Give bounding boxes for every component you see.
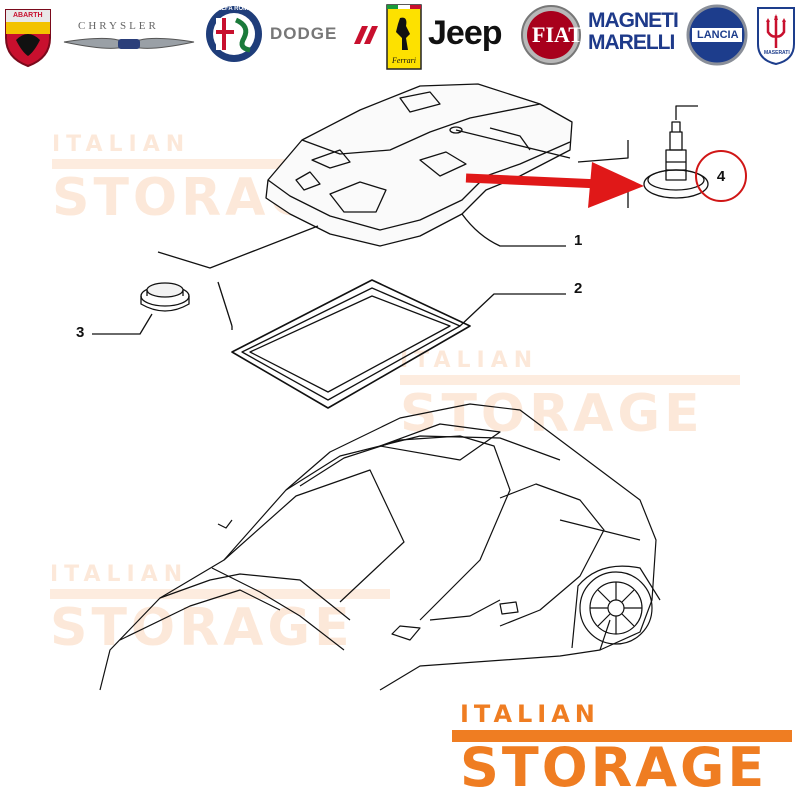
grommet-part <box>140 282 190 312</box>
callout-2-label: 2 <box>574 280 583 297</box>
magneti-marelli-logo: MAGNETI MARELLI <box>588 6 680 64</box>
dodge-logo: DODGE <box>270 22 380 48</box>
callout-2-leader <box>459 293 566 327</box>
alfa-romeo-badge-icon <box>206 6 262 62</box>
watermark-3-top: ITALIAN <box>50 562 189 587</box>
parts-diagram: 1 2 3 4 <box>0 72 800 692</box>
maserati-wordmark: MASERATI <box>764 50 790 56</box>
ferrari-logo: Ferrari <box>386 4 422 70</box>
parts-drawing <box>92 83 709 691</box>
chrysler-wordmark: CHRYSLER <box>78 20 159 32</box>
fiat-wordmark: FIAT <box>532 22 583 47</box>
car-body-outline <box>99 403 661 691</box>
lancia-badge-icon <box>686 4 748 66</box>
alfa-romeo-wordmark: ALFA ROMEO <box>217 6 257 12</box>
lancia-logo: LANCIA <box>686 4 748 66</box>
callout-1-leader <box>461 213 566 247</box>
dodge-stripes-icon <box>354 26 378 44</box>
maserati-logo: MASERATI <box>754 4 798 66</box>
callout-3-label: 3 <box>76 324 85 341</box>
sunroof-seal-part <box>231 279 471 409</box>
magneti-wordmark: MAGNETI <box>588 9 679 32</box>
watermark-3-big: STORAGE <box>50 598 354 658</box>
italian-storage-logo: ITALIAN STORAGE <box>452 700 792 796</box>
pushpin-fastener-part <box>643 121 709 199</box>
watermark-1-top: ITALIAN <box>52 132 191 157</box>
lancia-wordmark: LANCIA <box>697 29 739 41</box>
callout-3-leader <box>92 313 153 335</box>
ferrari-wordmark: Ferrari <box>392 56 416 65</box>
callout-4-label: 4 <box>716 167 726 185</box>
jeep-logo: Jeep <box>428 12 514 56</box>
footer-logo-bottom-text: STORAGE <box>460 736 768 799</box>
abarth-shield-icon <box>5 9 51 68</box>
alfa-romeo-logo: ALFA ROMEO <box>204 4 264 64</box>
headliner-leader <box>455 129 571 159</box>
watermark-2-bar <box>400 375 740 385</box>
callout-4-leader <box>675 105 698 120</box>
fiat-logo: FIAT <box>520 4 583 66</box>
fiat-badge-icon <box>521 5 581 65</box>
marelli-wordmark: MARELLI <box>588 31 675 54</box>
watermark-1-bar <box>52 159 392 169</box>
chrysler-wings-icon <box>63 37 195 49</box>
ferrari-shield-icon <box>386 4 422 70</box>
watermark-3: ITALIAN STORAGE <box>50 562 390 655</box>
headliner-panel-part <box>265 83 573 247</box>
watermark-2-top: ITALIAN <box>400 348 539 373</box>
callout-1-label: 1 <box>574 232 583 249</box>
brand-logo-strip: ABARTH CHRYSLER ALFA ROMEO DODGE <box>0 0 800 72</box>
headliner-hinge-line <box>157 225 319 269</box>
red-arrow-icon <box>465 162 644 208</box>
chrysler-logo: CHRYSLER <box>62 14 196 54</box>
jeep-wordmark: Jeep <box>428 14 502 52</box>
footer-logo-top-text: ITALIAN <box>460 700 600 728</box>
maserati-trident-icon <box>757 7 795 66</box>
abarth-logo: ABARTH <box>2 4 54 68</box>
watermark-3-bar <box>50 589 390 599</box>
callout-4-bracket <box>577 140 629 163</box>
callout-4-circle: 4 <box>695 150 747 202</box>
footer-logo-bar <box>452 730 792 742</box>
dodge-wordmark: DODGE <box>270 24 338 43</box>
abarth-wordmark: ABARTH <box>13 12 43 19</box>
